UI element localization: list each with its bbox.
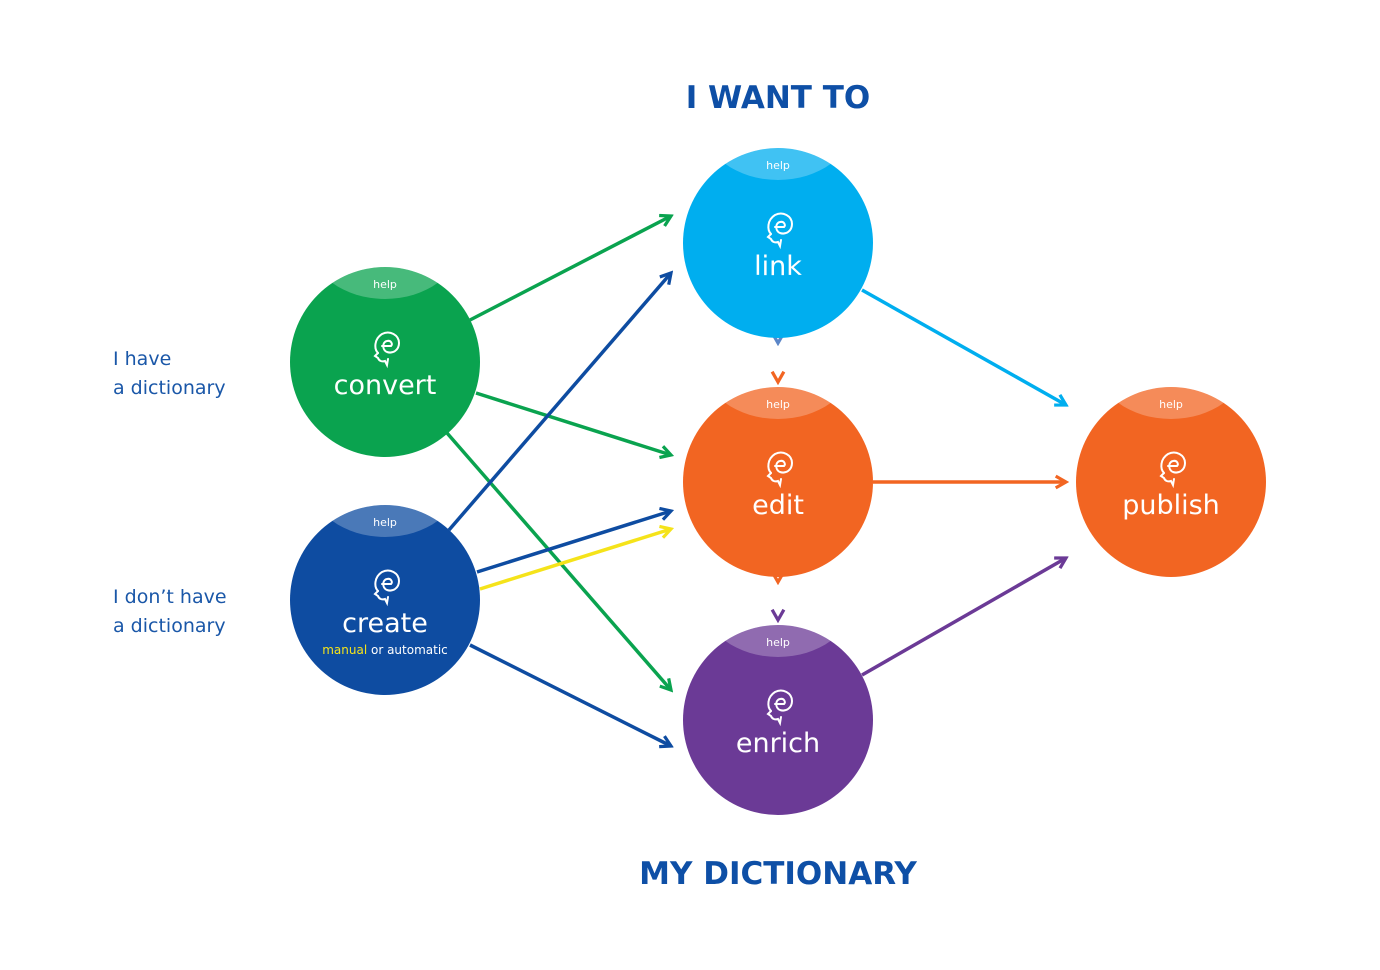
node-create[interactable]: help create manual or automatic	[290, 505, 480, 695]
edge-enrich-publish	[861, 558, 1066, 677]
help-label: help	[766, 636, 790, 649]
help-button[interactable]: help	[1096, 387, 1246, 419]
node-label: edit	[752, 490, 804, 521]
node-label: create	[342, 608, 428, 639]
help-label: help	[373, 516, 397, 529]
node-convert[interactable]: help convert	[290, 267, 480, 457]
help-label: help	[766, 398, 790, 411]
edge-convert-link	[469, 216, 671, 322]
elexis-head-icon	[766, 451, 794, 489]
label-line-2: a dictionary	[113, 377, 226, 399]
label-line-1: I have	[113, 348, 172, 370]
label-i-dont-have-a-dictionary: I don’t have a dictionary	[113, 583, 227, 641]
edge-convert-enrich	[445, 431, 671, 690]
sublabel-automatic: or automatic	[367, 643, 448, 657]
label-line-2: a dictionary	[113, 615, 226, 637]
node-label: link	[754, 251, 802, 282]
label-i-have-a-dictionary: I have a dictionary	[113, 345, 226, 403]
heading-i-want-to: I WANT TO	[685, 80, 871, 116]
node-label: enrich	[735, 728, 821, 759]
help-button[interactable]: help	[310, 267, 460, 299]
edge-create-edit	[476, 511, 671, 574]
edge-convert-edit	[475, 391, 671, 455]
elexis-head-icon	[373, 331, 401, 369]
help-button[interactable]: help	[703, 148, 853, 180]
heading-my-dictionary: MY DICTIONARY	[639, 856, 917, 892]
node-link[interactable]: help link	[683, 148, 873, 338]
elexis-head-icon	[373, 569, 401, 607]
elexis-head-icon	[766, 212, 794, 250]
help-button[interactable]: help	[703, 625, 853, 657]
edge-create-enrich	[469, 643, 671, 746]
elexis-head-icon	[1159, 451, 1187, 489]
node-edit[interactable]: help edit	[683, 387, 873, 577]
node-publish[interactable]: help publish	[1076, 387, 1266, 577]
help-button[interactable]: help	[310, 505, 460, 537]
edge-create-edit-manual	[479, 529, 671, 591]
help-button[interactable]: help	[703, 387, 853, 419]
node-label: convert	[333, 370, 437, 401]
edge-create-link	[447, 273, 671, 532]
node-enrich[interactable]: help enrich	[683, 625, 873, 815]
label-line-1: I don’t have	[113, 586, 227, 608]
sublabel-manual: manual	[322, 643, 368, 657]
help-label: help	[766, 159, 790, 172]
help-label: help	[1159, 398, 1183, 411]
node-label: publish	[1122, 490, 1220, 521]
edges	[445, 216, 1066, 746]
elexis-head-icon	[766, 689, 794, 727]
help-label: help	[373, 278, 397, 291]
edge-link-publish	[861, 288, 1066, 405]
node-sublabel: manual or automatic	[290, 643, 480, 657]
